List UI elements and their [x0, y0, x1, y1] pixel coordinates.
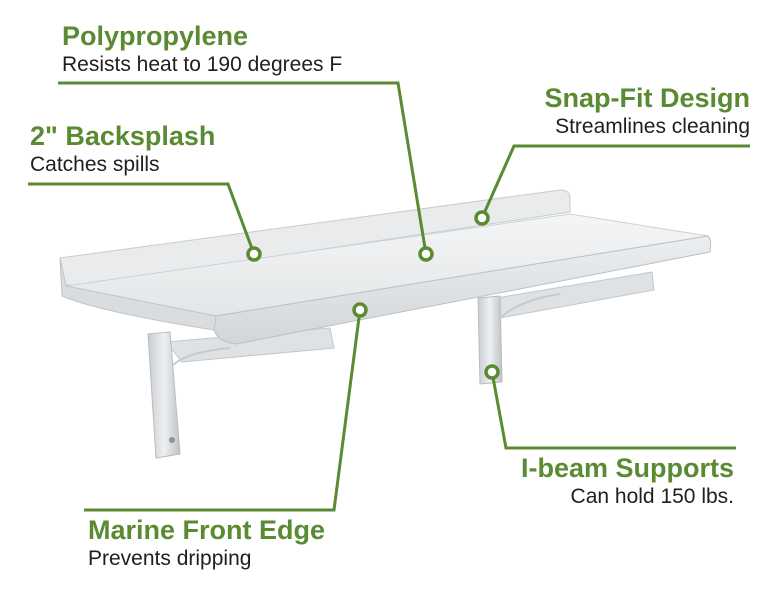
left-bracket [147, 327, 335, 459]
marker-marine-edge [352, 302, 368, 318]
leader-backsplash [28, 182, 256, 255]
callout-title: Snap-Fit Design [544, 83, 750, 113]
callout-marine-edge: Marine Front Edge Prevents dripping [88, 514, 325, 572]
marker-snap-fit [474, 210, 490, 226]
marker-polypropylene [418, 246, 434, 262]
marker-backsplash [246, 246, 262, 262]
leader-polypropylene [58, 81, 428, 255]
callout-title: Marine Front Edge [88, 515, 326, 545]
right-bracket [477, 271, 655, 385]
callout-backsplash: 2" Backsplash Catches spills [30, 120, 215, 178]
callout-ibeam: I-beam Supports Can hold 150 lbs. [521, 452, 734, 510]
callout-description: Resists heat to 190 degrees F [62, 53, 343, 76]
callout-snap-fit: Snap-Fit Design Streamlines cleaning [544, 82, 750, 140]
callout-description: Catches spills [30, 153, 160, 176]
markers [246, 210, 500, 380]
leader-marine-edge [84, 309, 362, 512]
callout-description: Streamlines cleaning [555, 115, 750, 138]
marker-ibeam [484, 364, 500, 380]
shelf [59, 189, 712, 345]
callout-title: Polypropylene [62, 21, 249, 51]
callout-polypropylene: Polypropylene Resists heat to 190 degree… [62, 20, 342, 78]
leader-snap-fit [480, 144, 750, 219]
callout-description: Can hold 150 lbs. [570, 485, 734, 508]
callout-description: Prevents dripping [88, 547, 252, 570]
leader-lines [28, 81, 750, 512]
leader-ibeam [490, 371, 736, 450]
callout-title: I-beam Supports [520, 453, 734, 483]
callout-title: 2" Backsplash [30, 121, 216, 151]
